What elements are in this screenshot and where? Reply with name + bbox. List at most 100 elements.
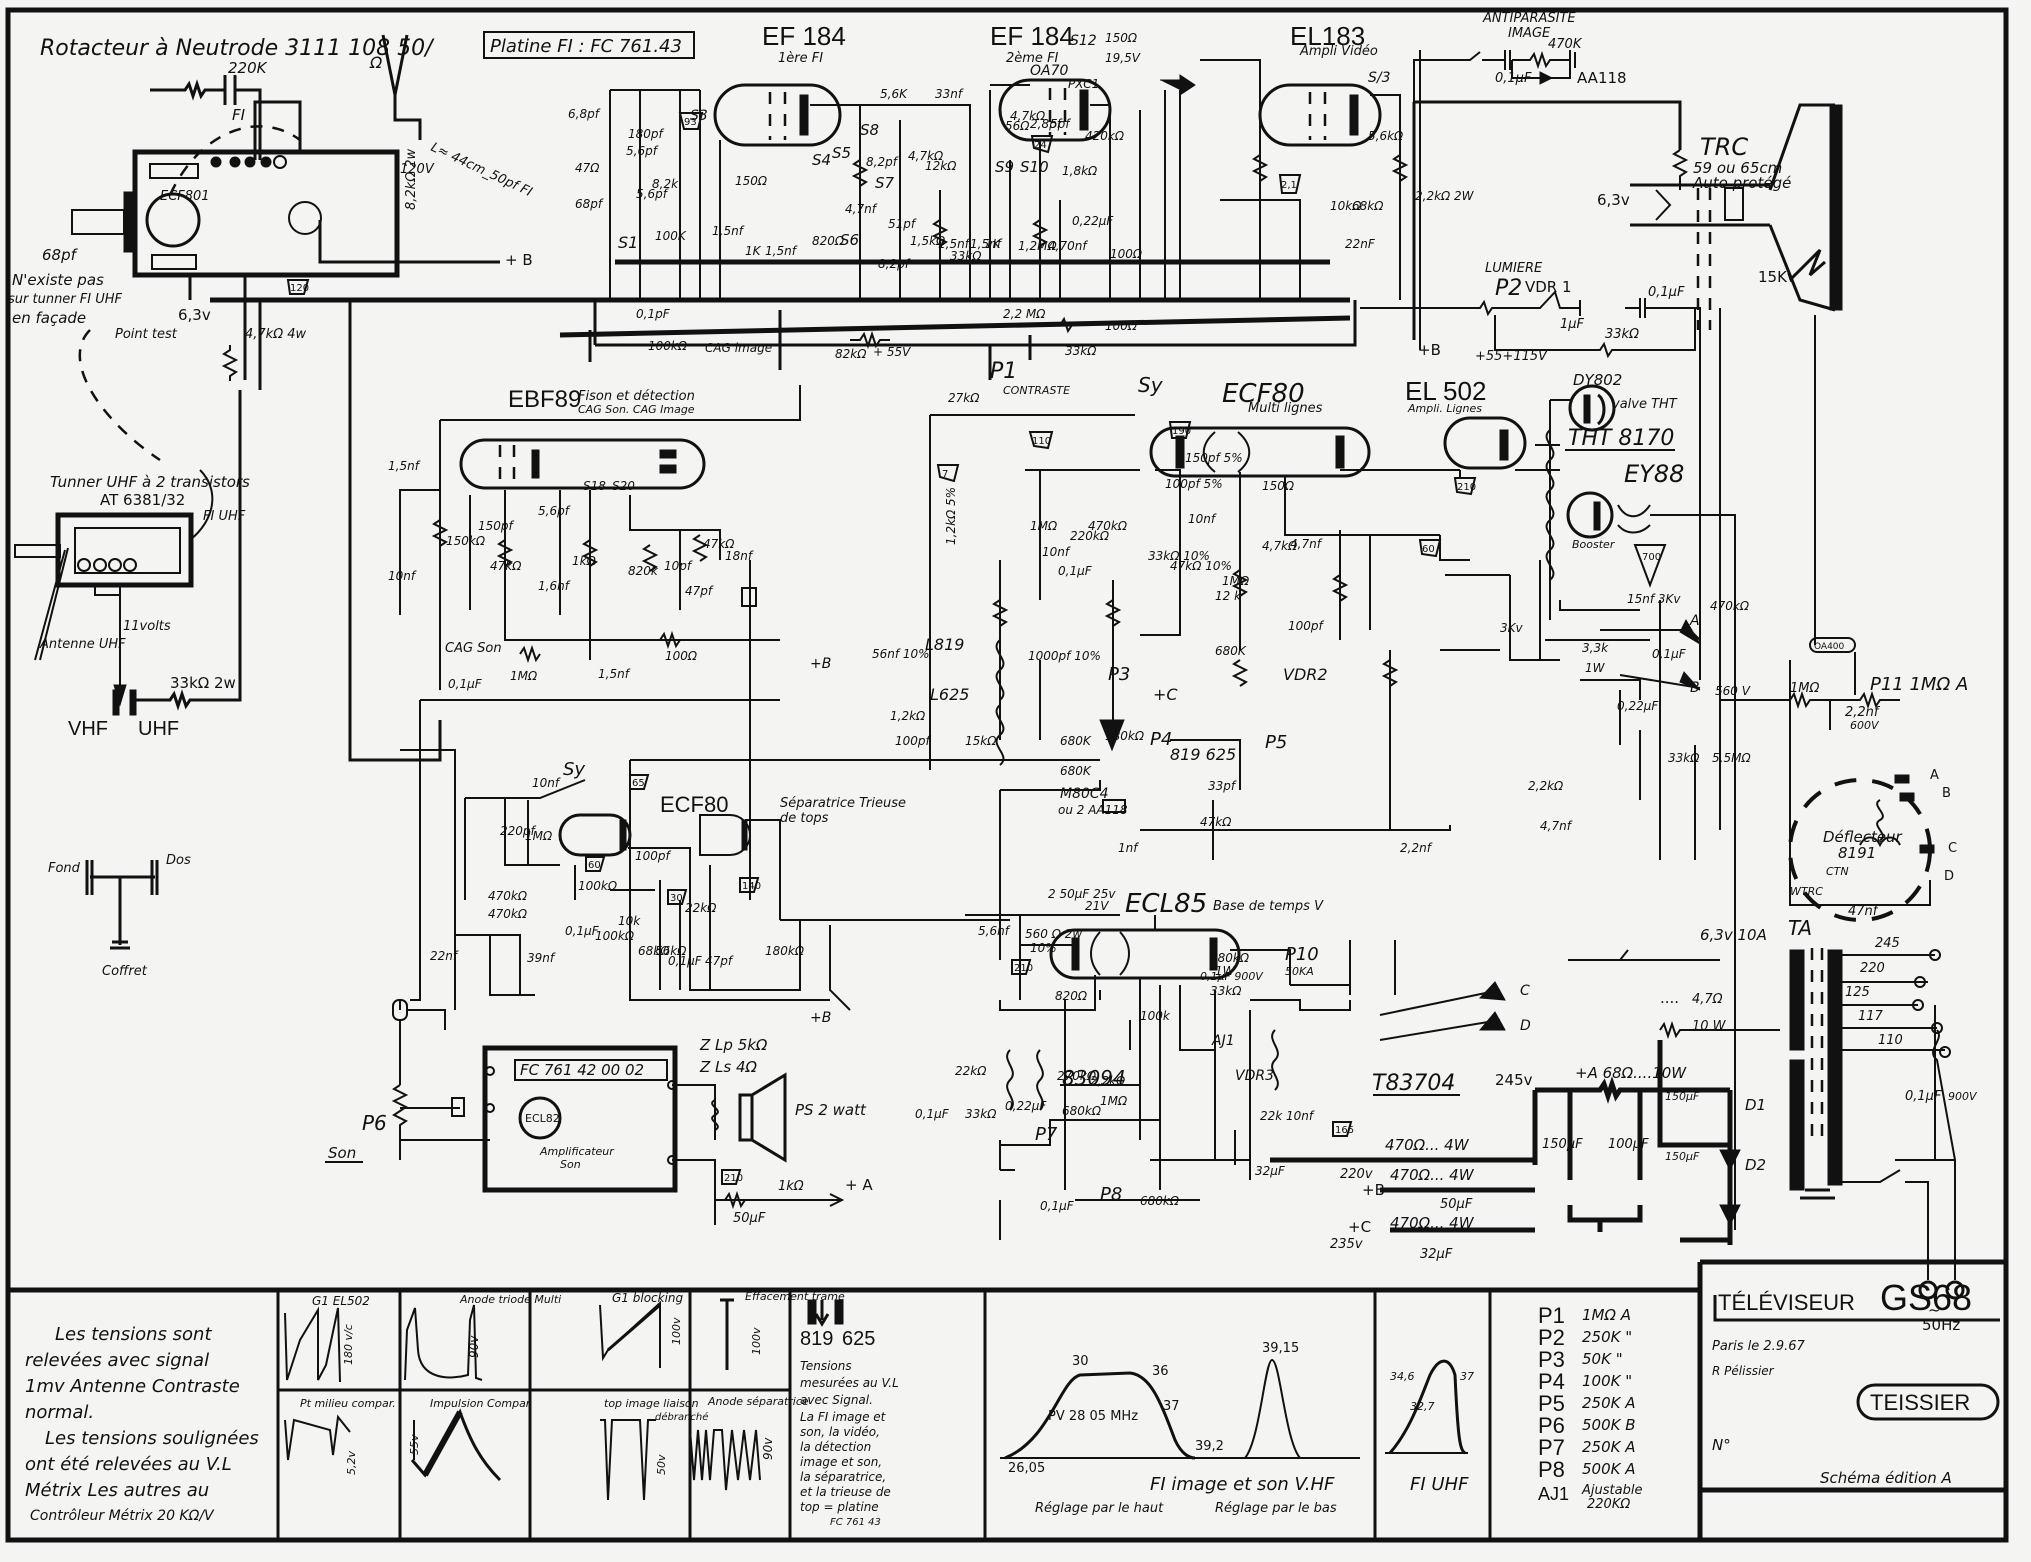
svg-text:1nf: 1nf	[1118, 841, 1139, 855]
crt-33k: 33kΩ	[1605, 327, 1639, 342]
dy802-tube	[1568, 384, 1616, 432]
power-4-7r: 4,7Ω	[1692, 992, 1723, 1007]
title-number: N°	[1712, 1436, 1731, 1454]
svg-text:120: 120	[290, 283, 309, 294]
svg-text:1MΩ: 1MΩ	[1030, 519, 1058, 533]
svg-text:Anode triode Multi: Anode triode Multi	[459, 1293, 561, 1306]
power-mains-sym: ~	[1928, 1301, 1941, 1319]
svg-text:180kΩ: 180kΩ	[1210, 951, 1250, 965]
svg-text:5,5MΩ: 5,5MΩ	[1712, 751, 1751, 765]
power-50uf: 50µF	[1440, 1197, 1473, 1212]
svg-text:33kΩ: 33kΩ	[1210, 984, 1242, 998]
tuner-title: Rotacteur à Neutrode 3111 108 50/	[40, 36, 435, 61]
notes-block: Les tensions sont relevées avec signal 1…	[25, 1324, 259, 1524]
power-470-3: 470Ω... 4W	[1390, 1214, 1475, 1232]
svg-text:2,2kΩ 2W: 2,2kΩ 2W	[1415, 189, 1475, 203]
svg-text:son, la vidéo,: son, la vidéo,	[800, 1425, 880, 1439]
uhf-response-curve: 34,6 32,7 37 FI UHF	[1385, 1359, 1474, 1495]
svg-text:680K: 680K	[1060, 764, 1092, 778]
svg-text:AJ1: AJ1	[1538, 1484, 1569, 1504]
deflector-label: Déflecteur	[1823, 828, 1903, 846]
svg-text:470kΩ: 470kΩ	[488, 907, 528, 921]
svg-text:100pf: 100pf	[895, 734, 932, 748]
svg-text:5,6K: 5,6K	[880, 87, 908, 101]
crt-aa118: AA118	[1577, 69, 1627, 87]
svg-text:PXC1: PXC1	[1068, 77, 1099, 91]
line-osc-labels: 1,2kΩ 5% 1MΩ 10nf 0,1µF 220kΩ 470kΩ 100p…	[872, 451, 1433, 855]
speaker	[738, 1072, 787, 1163]
svg-text:47pf: 47pf	[705, 954, 734, 968]
audio-zlp: Z Lp 5kΩ	[699, 1036, 768, 1054]
crt-1uf: 1µF	[1560, 317, 1585, 332]
power-ta: TA	[1788, 916, 1812, 940]
svg-text:1000pf 10%: 1000pf 10%	[1028, 649, 1101, 663]
dy802-name: DY802	[1573, 371, 1622, 389]
svg-text:Réglage par le haut: Réglage par le haut	[1035, 1501, 1164, 1516]
svg-text:68kΩ: 68kΩ	[638, 944, 670, 958]
ef184-1-role: 1ère FI	[778, 51, 823, 66]
svg-text:Métrix Les autres au: Métrix Les autres au	[25, 1480, 209, 1501]
svg-text:10pf: 10pf	[664, 559, 693, 573]
svg-text:Contrôleur Métrix 20 KΩ/V: Contrôleur Métrix 20 KΩ/V	[30, 1508, 215, 1524]
svg-text:1K: 1K	[985, 237, 1002, 251]
ecf80-sep-role: Séparatrice Trieuse	[780, 796, 906, 811]
power-470-2: 470Ω... 4W	[1390, 1166, 1475, 1184]
power-150uf-c: 150µF	[1665, 1150, 1700, 1163]
svg-text:22kΩ: 22kΩ	[685, 901, 717, 915]
svg-text:560 V: 560 V	[1715, 684, 1751, 698]
svg-text:P8: P8	[1538, 1457, 1565, 1482]
ecl82-name: ECL82	[525, 1112, 560, 1125]
svg-text:150Ω: 150Ω	[1262, 479, 1295, 493]
svg-text:3Kv: 3Kv	[1500, 621, 1524, 635]
neon-lamp: OA400	[1809, 637, 1856, 653]
svg-text:0,1pF: 0,1pF	[636, 307, 671, 321]
waveform-effacement: Effacement trame 100v	[720, 1290, 845, 1370]
svg-text:90v: 90v	[761, 1437, 775, 1460]
sync-sep-labels: Sy 10nf 220pf 1MΩ 470kΩ 470kΩ 22nf 39nf …	[430, 759, 831, 1026]
ecf80-sep-role2: de tops	[780, 811, 829, 826]
svg-text:+B: +B	[810, 656, 831, 672]
svg-text:100kΩ: 100kΩ	[648, 339, 688, 353]
svg-text:50v: 50v	[655, 1454, 668, 1475]
standard-notes: Tensions mesurées au V.L avec Signal. La…	[800, 1359, 899, 1528]
svg-text:P8: P8	[1100, 1184, 1122, 1205]
svg-text:100k: 100k	[1140, 1009, 1171, 1023]
svg-text:39,2: 39,2	[1195, 1439, 1224, 1454]
el502-role: Ampli. Lignes	[1407, 402, 1482, 415]
crt-55-115v: +55+115V	[1475, 349, 1548, 364]
sync-sep-badges: 65 60 30 140	[585, 774, 761, 905]
svg-text:0,1µF: 0,1µF	[448, 677, 483, 691]
svg-text:1,5nf: 1,5nf	[712, 224, 745, 238]
audio-50uf: 50µF	[733, 1211, 766, 1226]
svg-text:2,1: 2,1	[1281, 180, 1297, 191]
svg-text:560 Ω 2w: 560 Ω 2w	[1025, 927, 1082, 941]
svg-text:100kΩ: 100kΩ	[595, 929, 635, 943]
svg-text:P1: P1	[990, 359, 1017, 384]
audio-p6: P6	[362, 1111, 387, 1135]
tuner-47k: 4,7kΩ 4w	[245, 327, 307, 342]
pot-table: P1 1MΩ A P2 250K " P3 50K " P4 100K " P5…	[1538, 1303, 1642, 1512]
svg-text:CONTRASTE: CONTRASTE	[1003, 384, 1070, 397]
svg-text:150pf 5%: 150pf 5%	[1185, 451, 1243, 465]
svg-text:100K ": 100K "	[1582, 1372, 1632, 1390]
svg-text:mesurées au V.L: mesurées au V.L	[800, 1376, 899, 1390]
uhf-33k: 33kΩ 2w	[170, 674, 236, 692]
power-900v: 900V	[1948, 1090, 1978, 1103]
crt-tube	[1630, 103, 1843, 330]
power-plus-b: +B	[1362, 1181, 1385, 1199]
ecf80-sep-tube	[558, 813, 751, 857]
svg-text:FI UHF: FI UHF	[1410, 1474, 1469, 1495]
svg-text:10%: 10%	[1030, 941, 1057, 955]
svg-text:Ajustable: Ajustable	[1581, 1483, 1642, 1498]
svg-text:top image liaison: top image liaison	[604, 1397, 699, 1410]
svg-text:0,1µF 900V: 0,1µF 900V	[1200, 970, 1264, 983]
svg-text:15nf 3Kv: 15nf 3Kv	[1627, 592, 1681, 606]
svg-text:82kΩ: 82kΩ	[835, 347, 867, 361]
crt-title: TRC	[1700, 133, 1748, 161]
svg-text:100K: 100K	[655, 229, 687, 243]
uhf-switch-uhf: UHF	[138, 718, 179, 740]
svg-text:1,5nf: 1,5nf	[598, 667, 631, 681]
svg-text:S9: S9	[995, 158, 1014, 176]
svg-text:33kΩ: 33kΩ	[1065, 344, 1097, 358]
svg-text:165: 165	[1335, 1125, 1354, 1136]
